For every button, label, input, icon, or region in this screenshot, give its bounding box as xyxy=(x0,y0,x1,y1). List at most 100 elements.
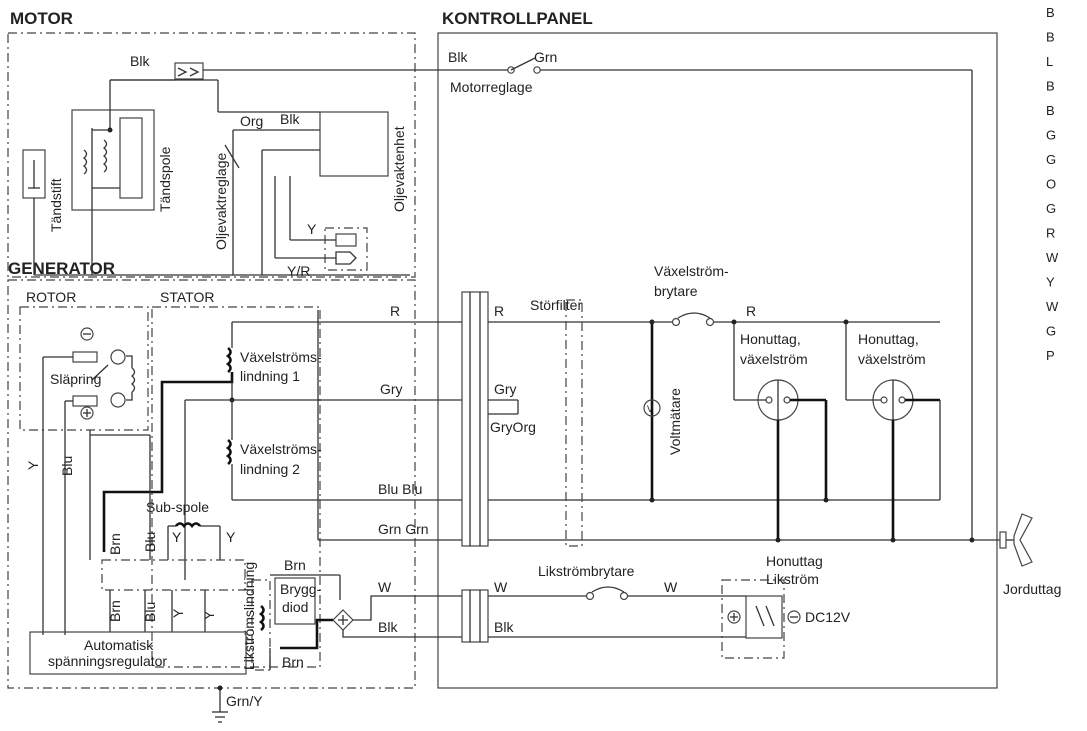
motor-frame xyxy=(7,32,416,278)
stator-label: STATOR xyxy=(160,289,214,305)
legend-item: W xyxy=(1046,250,1059,265)
wire-brn-reg: Brn xyxy=(107,600,123,622)
oil-sensor-float xyxy=(335,233,357,247)
ac-outlet-2-label-a: Honuttag, xyxy=(858,331,919,347)
wire-yr-alert: Y/R xyxy=(287,263,310,279)
engine-switch-label: Motorreglage xyxy=(450,79,533,95)
wire-w-mid: W xyxy=(494,579,508,595)
ring-bottom xyxy=(110,392,126,408)
generator-heading: GENERATOR xyxy=(8,259,115,278)
legend-item: G xyxy=(1046,324,1056,339)
oil-alert-unit-label: Oljevaktenhet xyxy=(391,126,407,212)
dc-breaker-contact-1 xyxy=(585,591,595,601)
wire-w-left: W xyxy=(378,579,392,595)
legend-item: L xyxy=(1046,54,1053,69)
ground-bolt xyxy=(999,531,1007,549)
wire-r-mid: R xyxy=(494,303,504,319)
motor-heading: MOTOR xyxy=(10,9,73,28)
legend-item: B xyxy=(1046,5,1055,20)
wire-blk-unit: Blk xyxy=(280,111,300,127)
sub-coil-label: Sub-spole xyxy=(146,499,209,515)
wire-brn-top: Brn xyxy=(284,557,306,573)
legend-item: G xyxy=(1046,128,1056,143)
wire-blk-mid: Blk xyxy=(494,619,514,635)
dc-outlet-label-a: Honuttag xyxy=(766,553,823,569)
dc-plus-icon xyxy=(727,610,741,624)
ring-top xyxy=(110,349,126,365)
dc-terminal-block xyxy=(461,589,489,643)
dc-voltage-label: DC12V xyxy=(805,609,851,625)
ac-breaker-contact-1 xyxy=(671,317,681,327)
wire-blk-top: Blk xyxy=(130,53,150,69)
engine-switch-contact-1 xyxy=(507,66,515,74)
ac-winding-2-label-a: Växelströms- xyxy=(240,441,322,457)
wire-grn-switch: Grn xyxy=(534,49,557,65)
wire-brn-sub: Brn xyxy=(107,533,123,555)
brush-top xyxy=(72,351,98,363)
legend-item: W xyxy=(1046,299,1059,314)
legend-item: O xyxy=(1046,177,1056,192)
ac-outlet-1-label-b: växelström xyxy=(740,351,808,367)
dc-winding-label: Likströmslindning xyxy=(241,562,257,670)
wire-y-sub-1: Y xyxy=(172,529,182,545)
voltmeter-label: Voltmätare xyxy=(667,388,683,455)
legend-item: B xyxy=(1046,79,1055,94)
rotor-label: ROTOR xyxy=(26,289,76,305)
wire-blu-sub: Blu xyxy=(142,532,158,552)
legend-item: B xyxy=(1046,30,1055,45)
wire-blk-left: Blk xyxy=(378,619,398,635)
legend-item: R xyxy=(1046,226,1055,241)
wire-r-outlet: R xyxy=(746,303,756,319)
legend-item: B xyxy=(1046,103,1055,118)
ac-breaker-contact-2 xyxy=(705,317,715,327)
wire-gry-left: Gry xyxy=(380,381,403,397)
ac-breaker-label-b: brytare xyxy=(654,283,698,299)
wire-w-right: W xyxy=(664,579,678,595)
wire-gryorg: GryOrg xyxy=(490,419,536,435)
ignition-coil-label: Tändspole xyxy=(157,146,173,212)
legend-item: G xyxy=(1046,152,1056,167)
regulator-label-b: spänningsregulator xyxy=(48,653,167,669)
generator-frame xyxy=(7,279,416,689)
dc-breaker-label: Likströmbrytare xyxy=(538,563,635,579)
wire-grn-y: Grn/Y xyxy=(226,693,263,709)
ac-winding-1-label-a: Växelströms- xyxy=(240,349,322,365)
voltage-regulator xyxy=(29,631,247,675)
slip-ring-label: Släpring xyxy=(50,371,101,387)
dc-breaker-contact-2 xyxy=(619,591,629,601)
control-panel-heading: KONTROLLPANEL xyxy=(442,9,593,28)
ignition-coil-core xyxy=(119,117,143,199)
wire-blu-vert: Blu xyxy=(59,456,75,476)
legend-item: Y xyxy=(1046,275,1055,290)
terminal-block xyxy=(461,291,489,547)
bridge-diode-label-a: Brygg- xyxy=(280,581,322,597)
ground-terminal-label: Jorduttag xyxy=(1003,581,1061,597)
wire-blu-blu: Blu Blu xyxy=(378,481,422,497)
legend-item: P xyxy=(1046,348,1055,363)
voltmeter-symbol-letter: V xyxy=(647,404,653,414)
stator-frame xyxy=(151,306,321,668)
noise-filter xyxy=(565,299,583,547)
dc-minus-icon xyxy=(787,610,801,624)
bridge-diode-label-b: diod xyxy=(282,599,308,615)
control-panel-frame xyxy=(437,32,998,689)
wire-brn-bottom: Brn xyxy=(282,654,304,670)
regulator-label-a: Automatisk xyxy=(84,637,154,653)
noise-filter-label: Störfilter xyxy=(530,297,582,313)
wire-y-reg-1: Y xyxy=(170,608,186,618)
stator-core xyxy=(101,559,246,591)
spark-plug-label: Tändstift xyxy=(48,178,64,232)
bridge-diode-box xyxy=(274,577,316,625)
ac-breaker-label-a: Växelström- xyxy=(654,263,729,279)
wire-blk-switch: Blk xyxy=(448,49,468,65)
oil-alert-switch-label: Oljevaktreglage xyxy=(213,153,229,250)
wire-org: Org xyxy=(240,113,263,129)
oil-alert-unit xyxy=(319,111,389,177)
wire-gry-mid: Gry xyxy=(494,381,517,397)
slip-ring-plus xyxy=(80,406,94,420)
wire-y-sub-2: Y xyxy=(226,529,236,545)
ac-outlet-2-label-b: växelström xyxy=(858,351,926,367)
wire-y-vert: Y xyxy=(25,460,41,470)
